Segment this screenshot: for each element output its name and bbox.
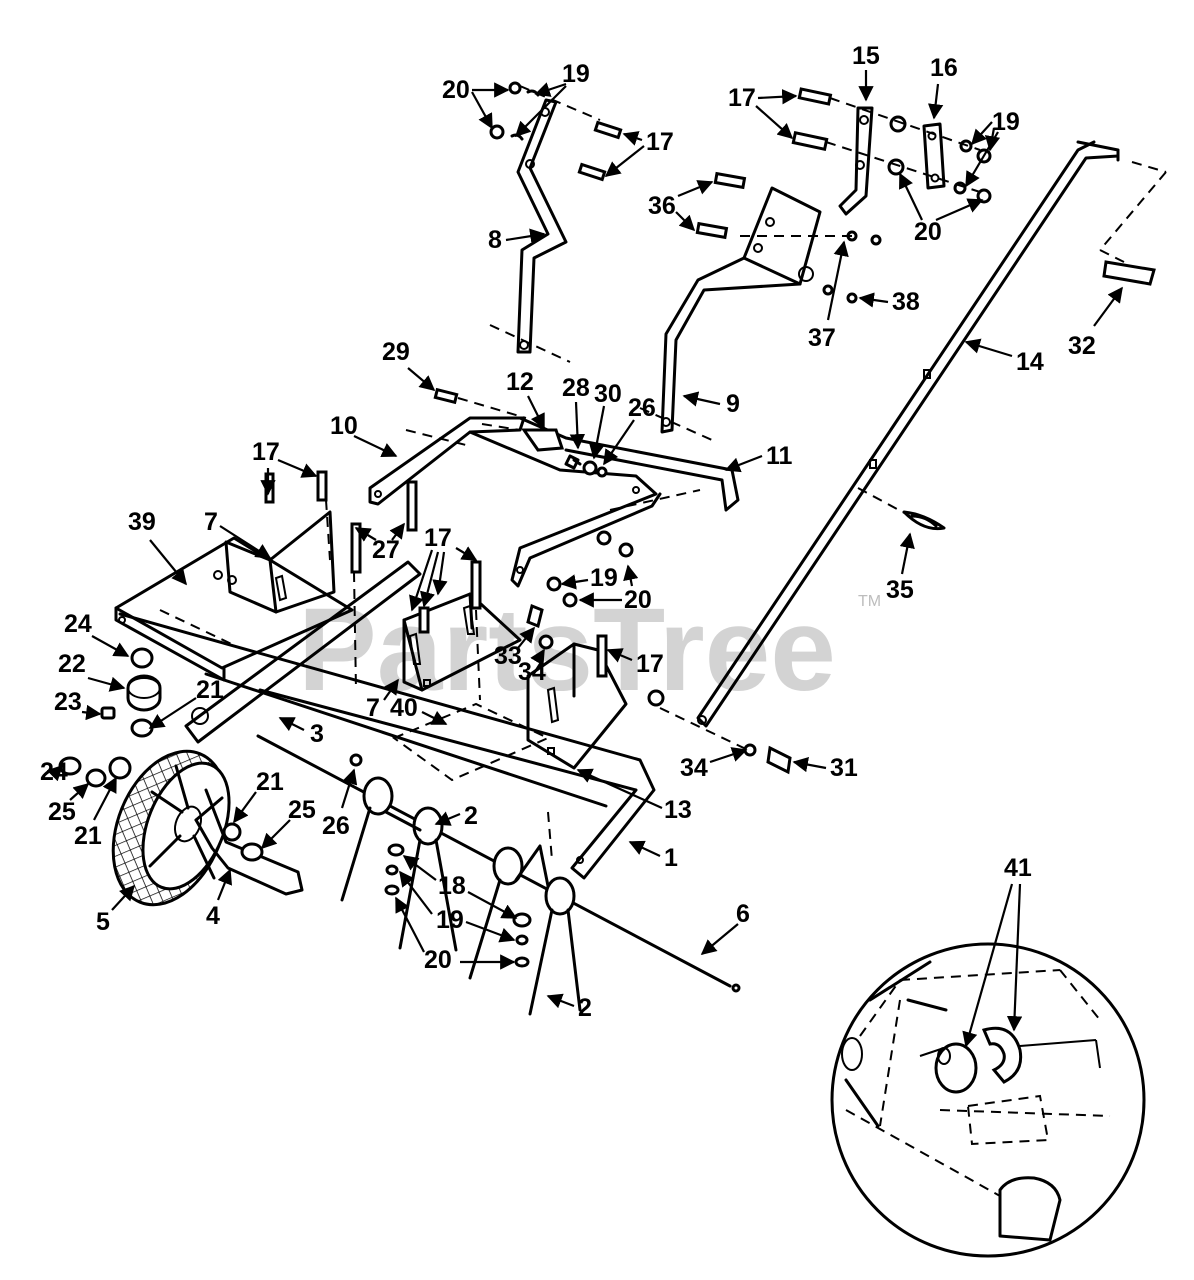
callout-label: 24 [64, 610, 92, 638]
callout-label: 20 [624, 586, 652, 614]
hardware-12 [433, 387, 608, 478]
callout-label: 27 [372, 536, 400, 564]
callout-label: 2 [578, 994, 592, 1022]
callout-label: 7 [204, 508, 218, 536]
callout-label: 23 [54, 688, 82, 716]
callout-label: 22 [58, 650, 86, 678]
callout-label: 19 [562, 60, 590, 88]
callout-label: 17 [252, 438, 280, 466]
callout-label: 5 [96, 908, 110, 936]
callout-label: 24 [40, 758, 68, 786]
callout-label: 3 [310, 720, 324, 748]
callout-label: 21 [74, 822, 102, 850]
callout-label: 9 [726, 390, 740, 418]
callout-label: 17 [636, 650, 664, 678]
callout-label: 26 [628, 394, 656, 422]
part-5-wheel [111, 749, 231, 907]
callout-label: 2 [464, 802, 478, 830]
callout-label: 40 [390, 694, 418, 722]
part-14-rod [696, 140, 1167, 728]
hardware-wheel [58, 647, 264, 862]
part-10-frame [368, 416, 740, 588]
callout-label: 36 [648, 192, 676, 220]
callout-label: 10 [330, 412, 358, 440]
callout-label: 41 [1004, 854, 1032, 882]
hardware-center [264, 470, 792, 775]
part-15-bracket [838, 106, 874, 216]
callout-label: 38 [892, 288, 920, 316]
callout-label: 19 [590, 564, 618, 592]
callout-label: 17 [424, 524, 452, 552]
callout-label: 8 [488, 226, 502, 254]
callout-label: 19 [992, 108, 1020, 136]
callout-label: 20 [914, 218, 942, 246]
callout-label: 20 [442, 76, 470, 104]
part-13-bracket [526, 642, 628, 770]
callout-label: 25 [288, 796, 316, 824]
callout-label: 37 [808, 324, 836, 352]
callout-label: 7 [366, 694, 380, 722]
callout-label: 19 [436, 906, 464, 934]
callout-label: 39 [128, 508, 156, 536]
callout-label: 11 [766, 442, 793, 470]
callout-label: 17 [728, 84, 756, 112]
callout-label: 14 [1016, 348, 1044, 376]
callout-label: 21 [256, 768, 284, 796]
part-1-frame [118, 612, 656, 880]
part-16-plate [922, 122, 946, 190]
callout-label: 4 [206, 902, 220, 930]
part-3-bar [184, 560, 422, 744]
part-9-bracket [639, 186, 822, 441]
part-41-inset [830, 942, 1146, 1258]
callout-label: 34 [518, 658, 546, 686]
callout-label: 28 [562, 374, 590, 402]
callouts: 20 19 17 8 15 16 17 19 20 36 38 37 9 14 [40, 42, 1123, 1048]
callout-label: 32 [1068, 332, 1096, 360]
part-7-bracket-left [224, 510, 336, 614]
callout-label: 30 [594, 380, 622, 408]
callout-label: 6 [736, 900, 750, 928]
hardware-8 [489, 81, 623, 182]
part-40-outline [391, 702, 551, 782]
callout-label: 34 [680, 754, 708, 782]
callout-label: 21 [196, 676, 224, 704]
callout-label: 12 [506, 368, 534, 396]
callout-label: 18 [438, 872, 466, 900]
part-8-bracket [489, 98, 571, 363]
callout-label: 1 [664, 844, 678, 872]
callout-label: 25 [48, 798, 76, 826]
callout-label: 20 [424, 946, 452, 974]
callout-label: 15 [852, 42, 880, 70]
hardware-15 [695, 87, 992, 304]
callout-label: 17 [646, 128, 674, 156]
callout-label: 35 [886, 576, 914, 604]
callout-label: 29 [382, 338, 410, 366]
callout-label: 16 [930, 54, 958, 82]
callout-label: 13 [664, 796, 692, 824]
callout-label: 33 [494, 642, 522, 670]
part-4-wheel-bracket [194, 788, 304, 896]
hardware-tines [384, 843, 532, 968]
watermark-trademark: TM [858, 593, 881, 610]
callout-label: 31 [830, 754, 858, 782]
callout-label: 26 [322, 812, 350, 840]
